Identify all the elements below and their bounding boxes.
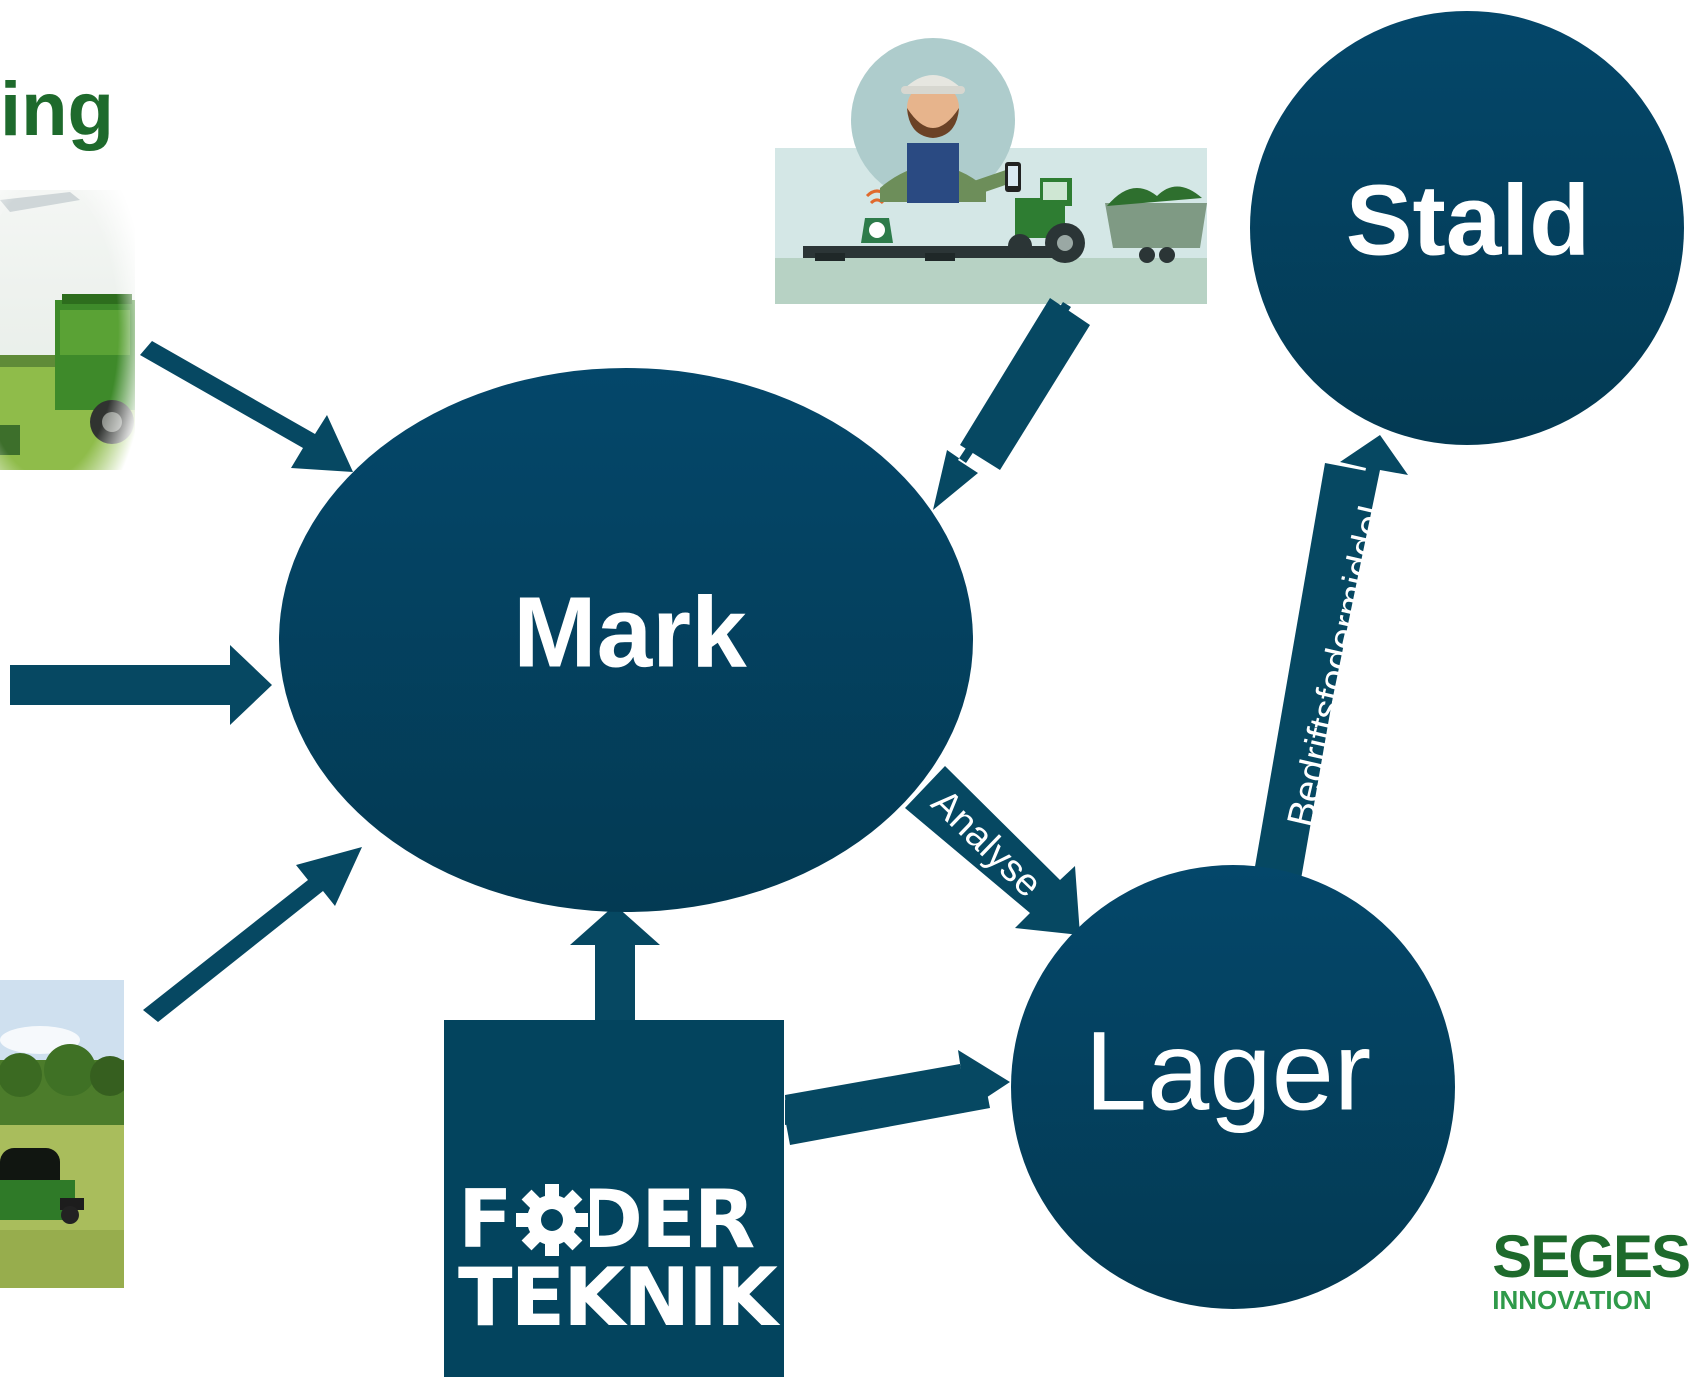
node-mark — [279, 368, 973, 912]
seges-logo: SEGES INNOVATION — [1492, 1223, 1691, 1315]
farmer-scale-illustration — [775, 38, 1207, 304]
arrow-label-analyse: Analyse — [923, 782, 1049, 906]
node-stald — [1250, 11, 1684, 445]
baler-photo — [0, 980, 124, 1288]
foderteknik-logo-line1: FODER — [458, 1173, 755, 1266]
gear-icon — [514, 1180, 590, 1260]
node-stald-label: Stald — [1346, 164, 1590, 276]
arrow-foderteknik-to-mark — [570, 905, 660, 1025]
node-lager — [1011, 865, 1455, 1309]
harvester-photo — [0, 190, 135, 470]
arrow-harvester-to-mark — [140, 341, 353, 472]
node-mark-label: Mark — [513, 576, 747, 688]
arrow-mark-to-lager — [905, 766, 1080, 935]
node-lager-label: Lager — [1085, 1009, 1371, 1134]
foderteknik-logo-line2: TEKNIK — [458, 1251, 778, 1344]
arrow-baler-to-mark — [143, 847, 362, 1022]
seges-logo-sub: INNOVATION — [1492, 1285, 1652, 1315]
arrow-left-to-mark — [10, 645, 272, 725]
title-fragment: ing — [0, 67, 114, 152]
seges-logo-main: SEGES — [1492, 1223, 1691, 1290]
foderteknik-logo: FODER TEKNIK — [444, 1020, 784, 1377]
